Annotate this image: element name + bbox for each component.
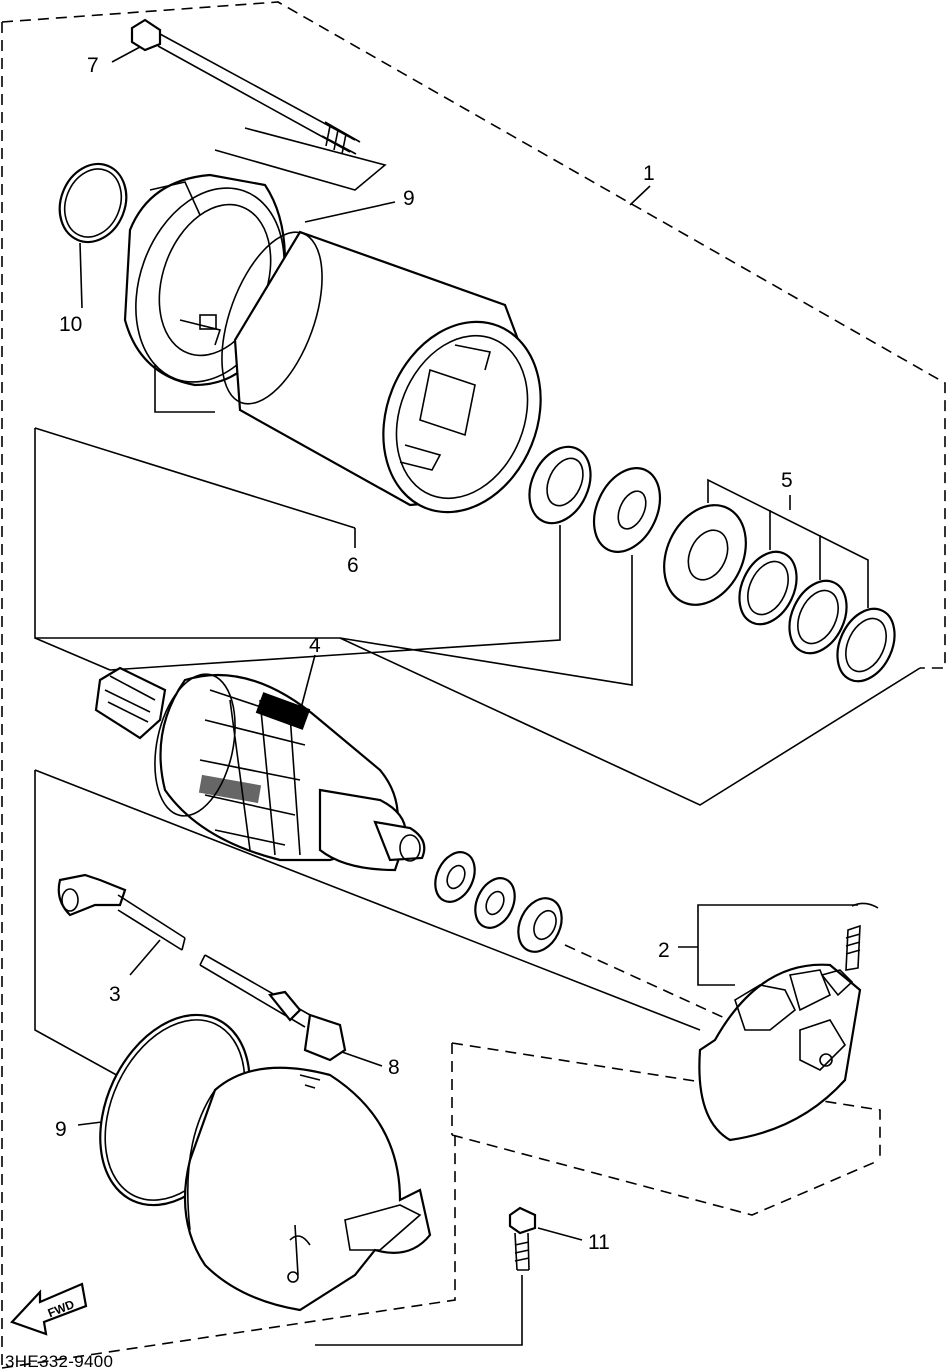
cover-bracket: [154, 365, 215, 413]
leader-1: [629, 185, 651, 206]
bracket-5: [707, 478, 869, 608]
callout-10: 10: [59, 313, 82, 336]
armature-washers: [434, 851, 563, 953]
callout-8: 8: [388, 1056, 400, 1079]
reference-code: 3HE332-9400: [5, 1352, 114, 1371]
callout-9-bottom: 9: [55, 1118, 67, 1141]
bracket-2: [678, 904, 858, 986]
yoke-housing: [221, 230, 542, 514]
bracket-11: [315, 1275, 523, 1346]
leader-4: [299, 654, 316, 713]
callout-5: 5: [781, 469, 793, 492]
lead-wire: [57, 873, 186, 951]
o-ring: [58, 162, 128, 244]
centerline: [564, 944, 741, 1026]
mounting-bolt: [508, 1206, 537, 1271]
callout-4: 4: [309, 634, 321, 657]
bearing: [528, 445, 592, 525]
fwd-arrow-icon: FWD: [10, 1282, 88, 1336]
callout-1: 1: [643, 162, 655, 185]
bracket-4-region: [339, 637, 921, 806]
leader-7: [111, 46, 141, 63]
through-bolt: [130, 18, 361, 155]
lead-wire-2: [199, 954, 347, 1062]
leader-9-bottom: [77, 1121, 103, 1126]
callout-7: 7: [87, 54, 99, 77]
brush-holder: [698, 902, 879, 1142]
washer-set: [663, 504, 896, 683]
leader-10: [79, 242, 83, 309]
callout-3: 3: [109, 983, 121, 1006]
callout-6: 6: [347, 554, 359, 577]
callout-2: 2: [658, 939, 670, 962]
oil-seal: [592, 467, 662, 553]
callout-11: 11: [588, 1231, 610, 1254]
bracket-6-lines: [34, 525, 633, 686]
leader-3: [129, 939, 161, 976]
armature: [94, 666, 426, 872]
bolt-bracket: [214, 127, 387, 191]
callout-9-top: 9: [403, 187, 415, 210]
bracket-6: [34, 427, 356, 639]
leader-11: [537, 1227, 583, 1241]
rear-cover: [183, 1066, 432, 1312]
leader-8: [341, 1051, 383, 1067]
leader-9-top: [304, 201, 396, 223]
